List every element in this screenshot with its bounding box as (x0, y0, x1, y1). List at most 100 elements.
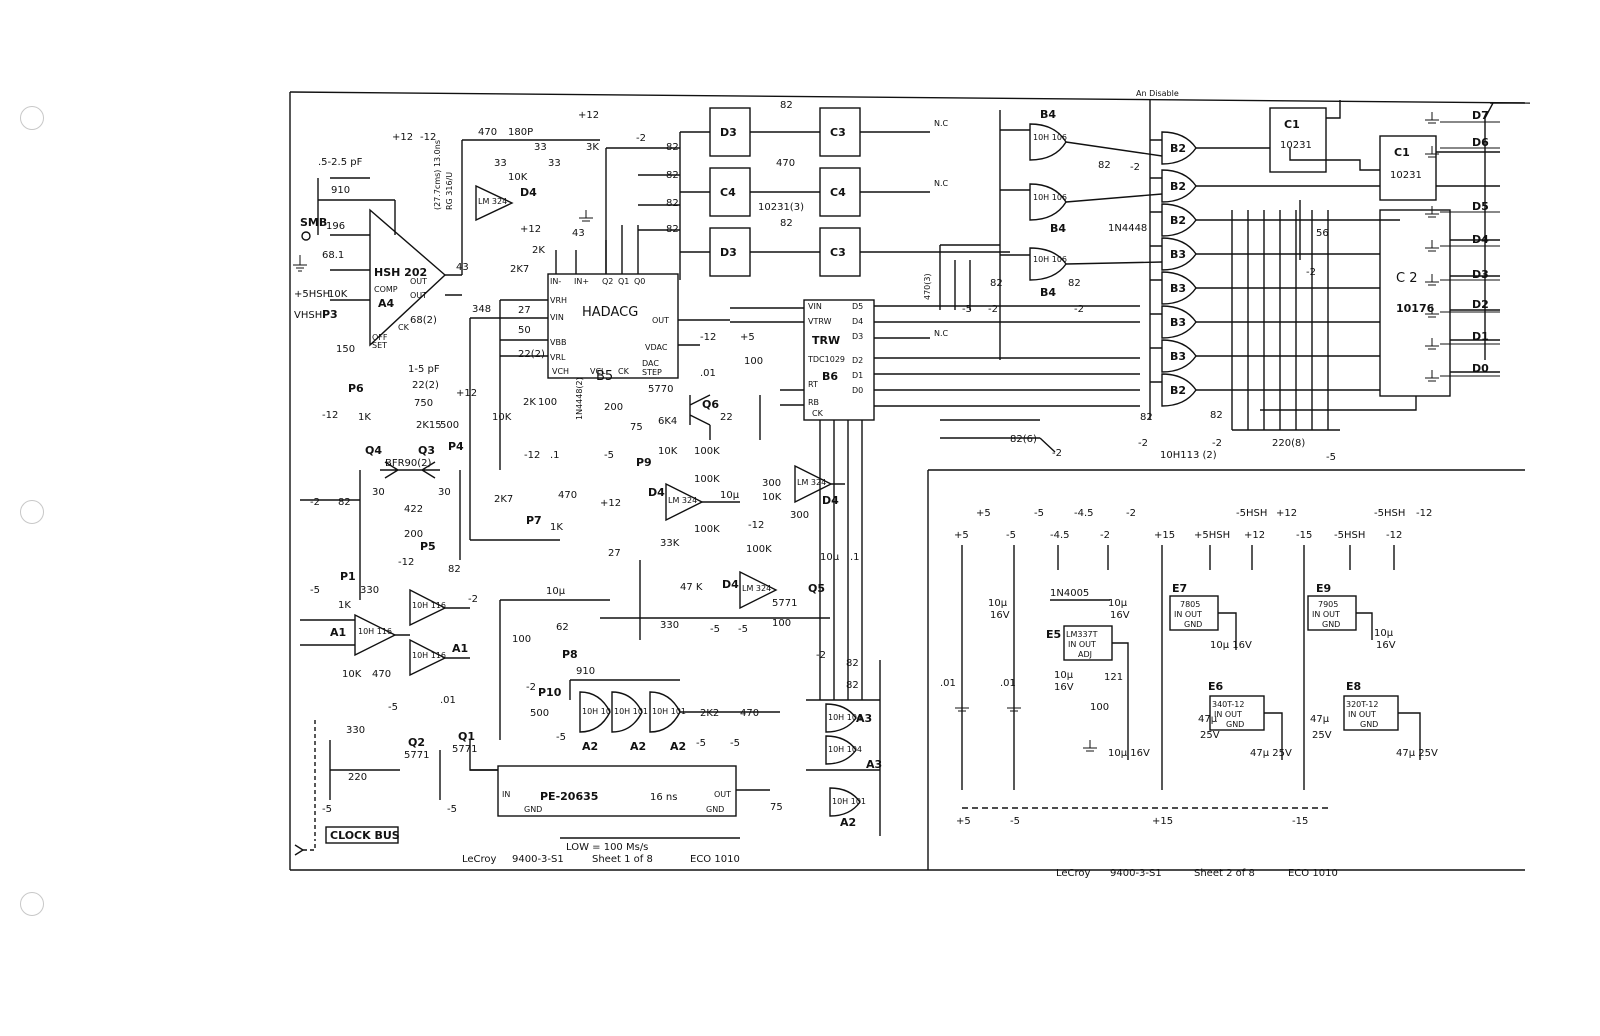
e6-gnd: GND (1226, 720, 1244, 729)
r47k-label: 47 K (680, 582, 703, 593)
c1-label-q5: .1 (850, 552, 860, 563)
b5-pin-vbb: VBB (550, 338, 566, 347)
title-block-sheet-1: LeCroy 9400-3-S1 Sheet 1 of 8 ECO 1010 (462, 854, 740, 865)
supply-m5-a2a: -5 (696, 738, 706, 749)
rail-top-m12: -12 (1416, 508, 1432, 519)
q1-part-label: 5771 (452, 744, 477, 755)
r82-label-ff-e: 82 (666, 198, 679, 209)
ck-pin-a4: CK (398, 323, 410, 332)
r330-label-q5: 330 (660, 620, 679, 631)
r100k-label-b: 100K (694, 474, 720, 485)
trw-label: TRW (812, 334, 840, 347)
supply-m2-pull: -2 (988, 304, 998, 315)
r27-label-b: 27 (608, 548, 621, 559)
supply-m5-q2: -5 (322, 804, 332, 815)
e5-label: E5 (1046, 628, 1061, 641)
d4-label-a: D4 (520, 186, 537, 199)
r82-label-b2: 82 (1210, 410, 1223, 421)
a2-part-label-a: 10H 101 (582, 707, 616, 716)
b5-pin-q2: Q2 (602, 277, 613, 286)
b6-pin-d2: D2 (852, 356, 863, 365)
b5-pin-vcl: VCL (590, 367, 606, 376)
maker-sheet-2: LeCroy (1056, 868, 1091, 879)
r100-label-right: 100 (1090, 702, 1109, 713)
supply-m2-b4b: -2 (1074, 304, 1084, 315)
r75-label-pe: 75 (770, 802, 783, 813)
supply-m5-q5b: -5 (738, 624, 748, 635)
c68-label: 68(2) (410, 315, 437, 326)
supply-m5-220: -5 (1326, 452, 1336, 463)
r27-label: 27 (518, 305, 531, 316)
r220-8-label: 220(8) (1272, 438, 1305, 449)
model-sheet-1: 9400-3-S1 (512, 854, 564, 865)
r100-label-q5: 100 (772, 618, 791, 629)
b5-pin-in-plus: IN+ (574, 277, 589, 286)
pe-pin-gnd-a: GND (524, 805, 542, 814)
b2-label-a: B2 (1170, 180, 1186, 193)
q5-label: Q5 (808, 582, 825, 595)
a3-part-label-b: 10H 104 (828, 745, 862, 754)
r1k-label-p7: 1K (550, 522, 563, 533)
supply-m2-c2: -2 (1306, 267, 1316, 278)
e8-gnd: GND (1360, 720, 1378, 729)
supply-m5-a2b: -5 (730, 738, 740, 749)
r2k15-label: 2K15 (416, 420, 442, 431)
r82-6-label: 82(6) (1010, 434, 1037, 445)
b4-gates: 10H 106 10H 106 10H 106 B4 B4 B4 (999, 108, 1067, 360)
smb-connector-label: SMB (300, 216, 327, 229)
rail-bottom-p5: +5 (956, 816, 971, 827)
rail-top-m5hsh: -5HSH (1236, 508, 1267, 519)
b2-b3-xor-gates: An Disable B2 B2 B2 B3 B3 B3 B3 B2 (1065, 89, 1400, 420)
rail-top-p5: +5 (976, 508, 991, 519)
supply-p12-q3: +12 (456, 388, 477, 399)
lm324-label-d: LM 324 (742, 584, 771, 593)
supply-m2-a1: -2 (468, 594, 478, 605)
low-rate-note: LOW = 100 Ms/s (566, 842, 648, 853)
rail-p15: +15 (1154, 530, 1175, 541)
e6-part: 340T-12 (1212, 700, 1245, 709)
b6-pin-rt: RT (808, 380, 818, 389)
out-pin-2: OUT (410, 291, 427, 300)
a1-part-label-c: 10H 116 (412, 651, 446, 660)
smb-connector-icon[interactable] (301, 231, 311, 241)
output-bits: D7 D6 D5 D4 D3 D2 D1 D0 (1440, 109, 1500, 377)
supply-m2-p8: -2 (526, 682, 536, 693)
rail-top-m5hsh-b: -5HSH (1374, 508, 1405, 519)
r100k-label-a: 100K (694, 446, 720, 457)
r330-label-q1: 330 (346, 725, 365, 736)
r82-label-a1: 82 (448, 564, 461, 575)
supply-m12-d4: -12 (748, 520, 764, 531)
pe-pin-out: OUT (714, 790, 731, 799)
b6-pin-rb: RB (808, 398, 819, 407)
c47u-label-e6a: 47μ (1198, 714, 1218, 725)
b5-pin-vch: VCH (552, 367, 569, 376)
r910-label-a2: 910 (576, 666, 595, 677)
a3-gates: 10H 104 10H 104 A3 A3 10H 101 A2 (825, 703, 882, 829)
rail-m2: -2 (1100, 530, 1110, 541)
a1-stage: 10H 116 10H 116 10H 116 A1 A1 (300, 588, 470, 677)
c4-label-a: C4 (720, 186, 736, 199)
output-d6: D6 (1472, 136, 1489, 149)
cable-label: RG 316/U (445, 172, 454, 210)
supply-p12-3k: +12 (578, 110, 599, 121)
b3-label-c: B3 (1170, 316, 1186, 329)
b6-pin-d0: D0 (852, 386, 863, 395)
r100-label-b5: 100 (538, 397, 557, 408)
a2-gates: 10H 101 10H 101 10H 101 A2 A2 A2 (579, 691, 686, 753)
r2k-label-b5: 2K (523, 397, 536, 408)
an-disable-label: An Disable (1136, 89, 1179, 98)
e9-label: E9 (1316, 582, 1331, 595)
r300-label-b: 300 (790, 510, 809, 521)
r470-3-label: 470(3) (923, 273, 932, 300)
p9-label: P9 (636, 456, 652, 469)
rail-top-m5: -5 (1034, 508, 1044, 519)
power-rails-bottom: +5 -5 +15 -15 (956, 807, 1330, 827)
e6-in-out: IN OUT (1214, 710, 1242, 719)
r82-label-pull: 82 (990, 278, 1003, 289)
c1-part-label-a: 10231 (1280, 140, 1312, 151)
r470-label-b5: 470 (478, 127, 497, 138)
supply-m12-p5: -12 (398, 557, 414, 568)
e6-label: E6 (1208, 680, 1224, 693)
set-pin: SET (372, 341, 387, 350)
